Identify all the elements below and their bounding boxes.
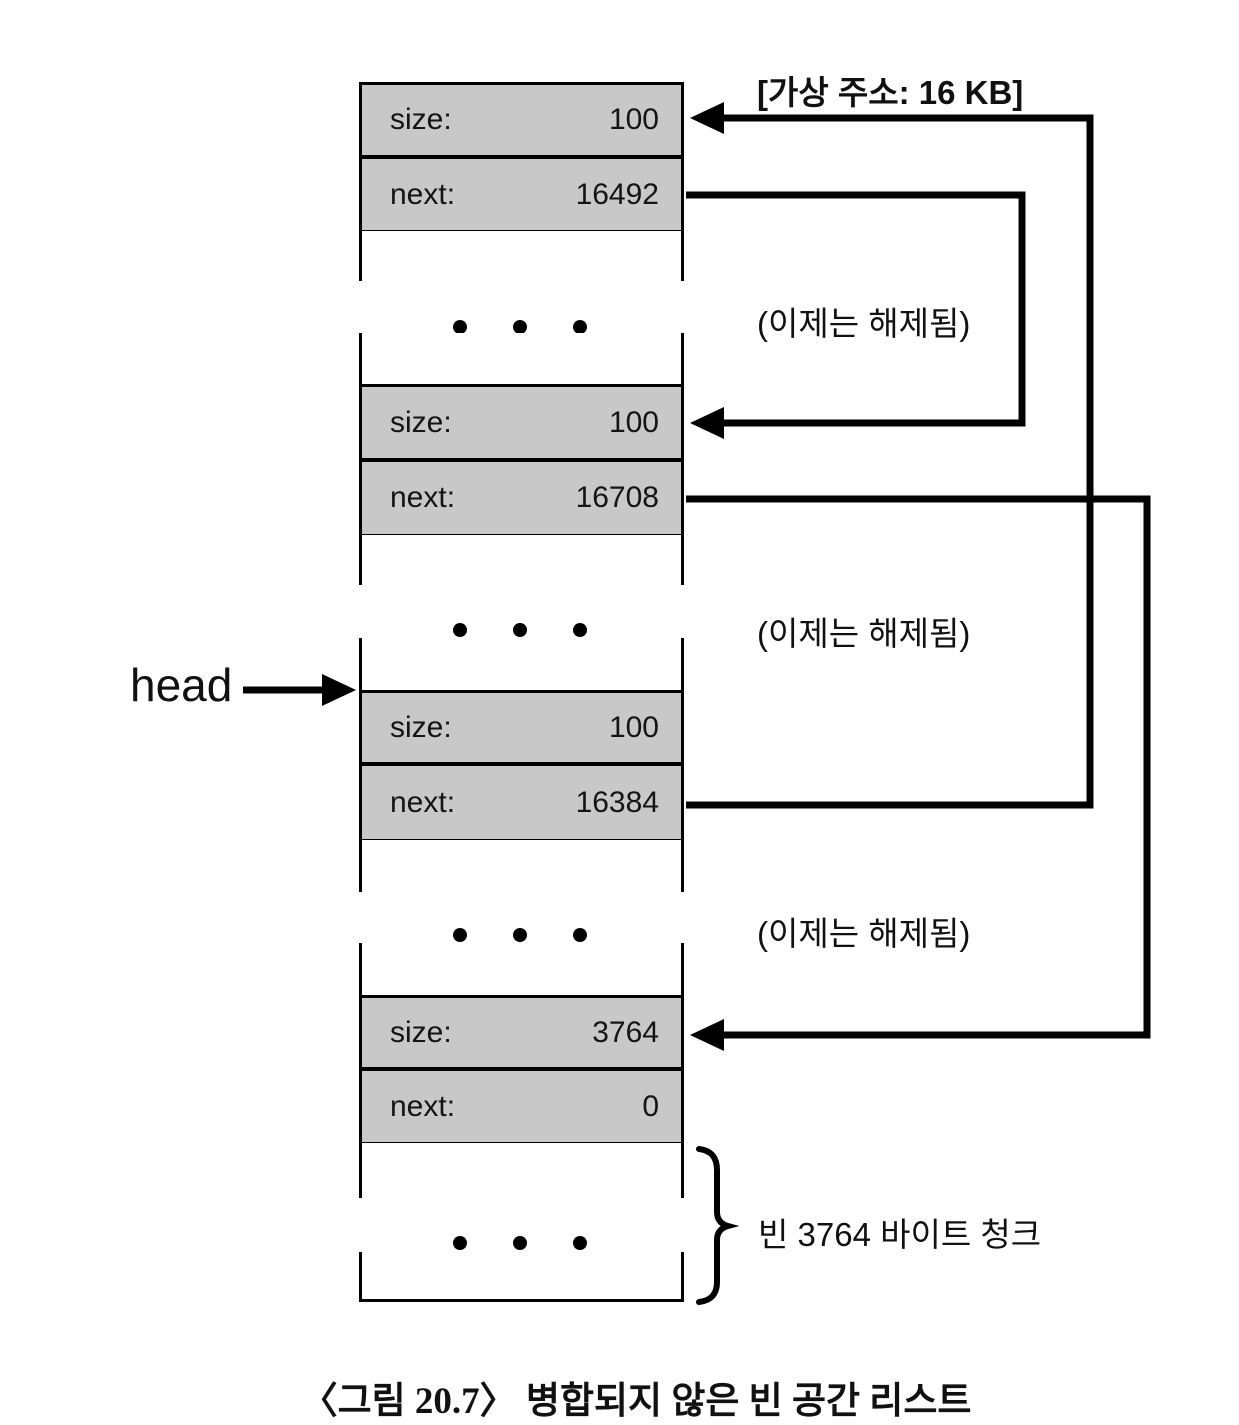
arrowhead-to-chunk1	[690, 102, 724, 134]
chunk3-size-value: 100	[608, 710, 659, 744]
arrowhead-to-chunk4	[690, 1019, 724, 1051]
chunk2-size-value: 100	[608, 405, 659, 439]
dot	[513, 928, 527, 942]
head-pointer-label: head	[130, 659, 233, 711]
chunk3-next-row: next: 16384	[359, 763, 684, 842]
figure-caption: 〈그림 20.7〉 병합되지 않은 빈 공간 리스트	[300, 1381, 972, 1422]
chunk3-next-label: next:	[390, 785, 456, 819]
dot	[573, 1236, 587, 1250]
ellipsis-dots	[453, 320, 587, 334]
freed-note-3: (이제는 해제됨)	[757, 915, 971, 952]
dot	[513, 320, 527, 334]
memory-segment	[359, 1143, 684, 1198]
chunk3-size-label: size:	[390, 710, 452, 744]
chunk3-next-value: 16384	[575, 785, 659, 819]
free-chunk-brace	[696, 1146, 740, 1305]
dot	[453, 623, 467, 637]
chunk2-next-row: next: 16708	[359, 459, 684, 537]
chunk1-next-value: 16492	[575, 177, 659, 211]
chunk2-next-label: next:	[390, 481, 456, 514]
chunk4-next-label: next:	[390, 1089, 456, 1123]
freed-note-1: (이제는 해제됨)	[757, 305, 971, 342]
dot	[573, 623, 587, 637]
dot	[513, 1236, 527, 1250]
chunk4-size-value: 3764	[592, 1015, 659, 1049]
chunk1-size-row: size: 100	[359, 82, 684, 158]
virtual-address-label: [가상 주소: 16 KB]	[757, 74, 1024, 111]
chunk1-size-value: 100	[608, 103, 659, 136]
memory-segment	[359, 231, 684, 281]
pointer-line-next16708-to-chunk4	[686, 495, 1151, 1039]
dot	[453, 1236, 467, 1250]
memory-segment	[359, 333, 684, 386]
arrowhead-to-chunk2	[690, 407, 724, 439]
chunk4-next-row: next: 0	[359, 1068, 684, 1145]
free-chunk-note: 빈 3764 바이트 청크	[758, 1216, 1042, 1253]
dot	[513, 623, 527, 637]
dot	[453, 320, 467, 334]
chunk1-size-label: size:	[390, 103, 452, 136]
chunk2-next-value: 16708	[575, 481, 659, 514]
chunk1-next-row: next: 16492	[359, 156, 684, 233]
dot	[453, 928, 467, 942]
pointer-line-next16492-to-chunk2	[686, 191, 1026, 427]
ellipsis-dots	[453, 623, 587, 637]
memory-segment	[359, 943, 684, 997]
chunk3-size-row: size: 100	[359, 690, 684, 765]
chunk1-next-label: next:	[390, 177, 456, 211]
memory-segment	[359, 840, 684, 892]
chunk2-size-label: size:	[390, 405, 452, 439]
memory-segment	[359, 535, 684, 585]
ellipsis-dots	[453, 928, 587, 942]
chunk4-next-value: 0	[642, 1089, 659, 1123]
freed-note-2: (이제는 해제됨)	[757, 615, 971, 652]
memory-segment	[359, 638, 684, 692]
chunk4-size-label: size:	[390, 1015, 452, 1049]
dot	[573, 320, 587, 334]
memory-segment	[359, 1252, 684, 1302]
ellipsis-dots	[453, 1236, 587, 1250]
pointer-line-next16384-to-chunk1	[686, 114, 1094, 809]
chunk2-size-row: size: 100	[359, 384, 684, 461]
arrowhead-head	[322, 674, 356, 706]
dot	[573, 928, 587, 942]
